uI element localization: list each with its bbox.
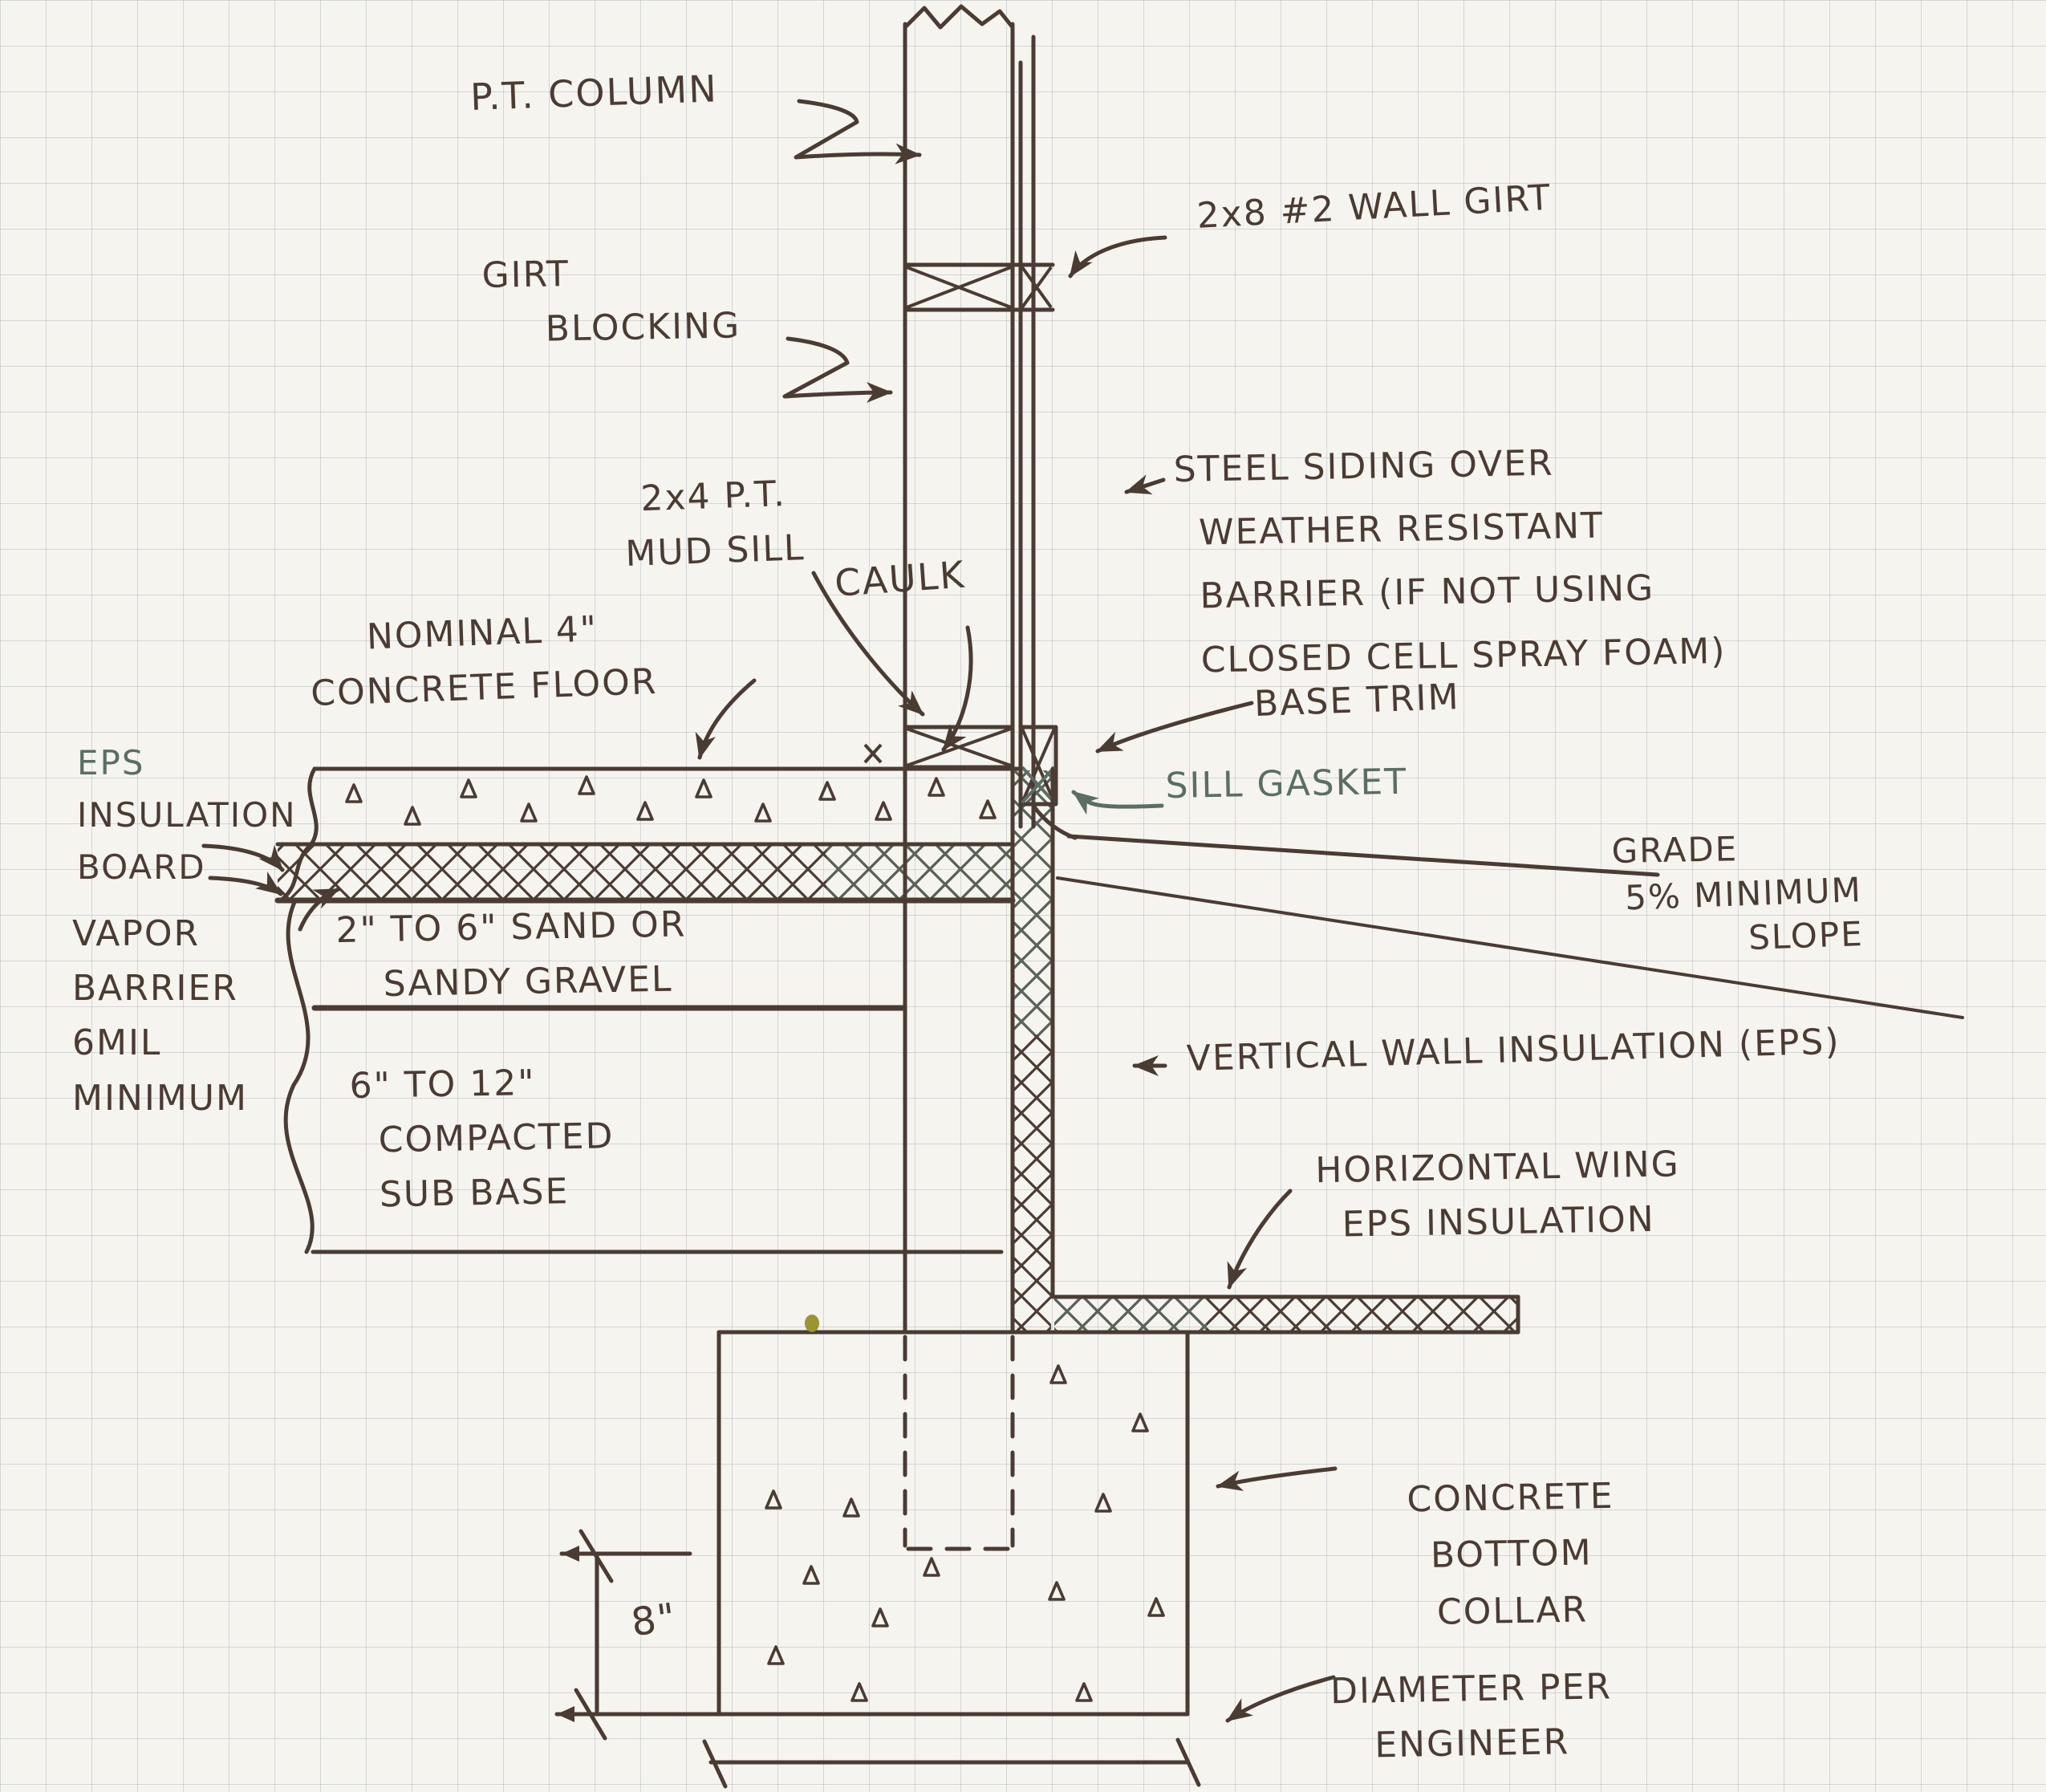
label-concrete-bottom-collar: CONCRETE BOTTOM COLLAR: [1407, 1475, 1615, 1633]
label-compacted-sub-base: 6" TO 12" COMPACTED SUB BASE: [349, 1062, 615, 1216]
label-horizontal-wing: HORIZONTAL WING EPS INSULATION: [1314, 1144, 1681, 1245]
footing-aggregate-marks: [765, 1364, 1165, 1702]
label-grade-slope: 5% MINIMUM SLOPE: [1624, 870, 1865, 957]
label-8-inch-dimension: 8": [628, 1595, 680, 1646]
wall-girt-section: [903, 262, 1055, 312]
label-base-trim: BASE TRIM: [1253, 677, 1461, 725]
arrow-eps-board-1: [201, 843, 285, 872]
arrow-base-trim: [1095, 701, 1254, 754]
arrow-horizontal-wing: [1227, 1189, 1293, 1290]
label-sand-layer: 2" TO 6" SAND OR SANDY GRAVEL: [335, 904, 687, 1006]
arrow-eps-board-2: [208, 871, 283, 896]
concrete-slab-outline: [307, 766, 1023, 847]
arrow-steel-siding: [1124, 474, 1166, 495]
leader-arrows: [201, 99, 1338, 1723]
label-mud-sill: 2x4 P.T. MUD SILL: [624, 473, 806, 575]
arrow-mud-sill: [811, 571, 925, 717]
grade-lines: [1056, 834, 1964, 1019]
pt-column-lines: [903, 4, 1015, 1551]
arrow-pt-column: [794, 99, 922, 165]
depth-dimension-8in: [557, 1529, 692, 1741]
insulation-strip-borders: [1010, 766, 1520, 1335]
slab-aggregate-marks: [345, 775, 997, 826]
label-concrete-floor: NOMINAL 4" CONCRETE FLOOR: [310, 608, 659, 715]
arrow-diameter: [1225, 1675, 1336, 1723]
label-steel-siding: STEEL SIDING OVER WEATHER RESISTANT BARR…: [1173, 442, 1727, 681]
arrow-concrete-floor: [695, 678, 757, 760]
vertical-wall-insulation-hatch: [1014, 770, 1051, 1332]
label-vapor-barrier: VAPOR BARRIER 6MIL MINIMUM: [72, 913, 248, 1119]
diameter-dimension: [702, 1737, 1201, 1789]
label-eps-word: EPS: [77, 743, 145, 782]
label-eps-rest: INSULATION BOARD: [77, 795, 297, 888]
arrow-wall-girt: [1068, 235, 1167, 278]
label-grade: GRADE: [1611, 829, 1739, 871]
arrow-bottom-collar: [1216, 1466, 1338, 1491]
label-eps-insulation-board: EPS INSULATION BOARD: [77, 737, 297, 893]
arrow-caulk: [941, 625, 973, 752]
arrow-girt-blocking: [782, 336, 893, 404]
arrow-vapor-barrier: [298, 887, 341, 932]
base-trim-section: [1018, 725, 1058, 807]
label-pt-column: P.T. COLUMN: [469, 67, 719, 119]
footing-outline: [554, 1330, 1190, 1717]
girt-blocking-section: [863, 725, 1015, 770]
arrow-sill-gasket: [1071, 790, 1164, 815]
label-girt-blocking: GIRT BLOCKING: [481, 254, 741, 350]
label-diameter-per-engineer: DIAMETER PER ENGINEER: [1329, 1666, 1613, 1766]
eps-board-borders: [274, 842, 1016, 904]
steel-siding-lines: [1018, 35, 1078, 840]
sand-and-subbase-lines: [283, 898, 1004, 1254]
label-sill-gasket: SILL GASKET: [1165, 761, 1408, 807]
eps-board-hatch: [278, 846, 1013, 899]
ink-dot: [805, 1315, 819, 1332]
horizontal-wing-insulation-hatch: [1054, 1298, 1518, 1332]
label-caulk: CAULK: [833, 552, 967, 605]
